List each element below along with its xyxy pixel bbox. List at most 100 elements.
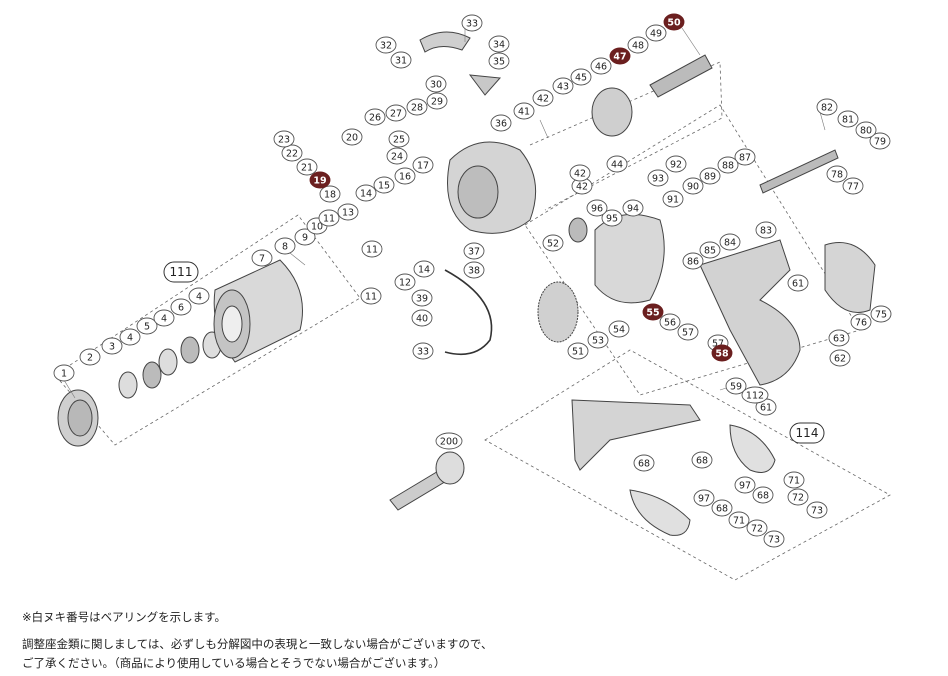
callout-71: 71 — [728, 511, 750, 529]
callout-bubble — [394, 167, 416, 185]
callout-bubble — [413, 260, 435, 278]
callout-number: 77 — [847, 182, 859, 193]
callout-number: 61 — [760, 403, 772, 414]
callout-bubble — [386, 147, 408, 165]
callout-16: 16 — [394, 167, 416, 185]
callout-number: 38 — [468, 266, 480, 277]
callout-14: 14 — [413, 260, 435, 278]
callout-number: 73 — [768, 535, 780, 546]
callout-57: 57 — [677, 323, 699, 341]
callout-bubble — [296, 158, 318, 176]
callout-bubble — [719, 233, 741, 251]
callout-bubble — [567, 342, 589, 360]
callout-number: 71 — [788, 476, 800, 487]
callout-number: 57 — [712, 339, 724, 350]
callout-bubble — [699, 167, 721, 185]
callout-bubble — [411, 289, 433, 307]
callout-36: 36 — [490, 114, 512, 132]
callout-bubble — [360, 287, 382, 305]
group-label-114-text: 114 — [796, 426, 819, 440]
callout-bubble — [850, 313, 872, 331]
callout-number: 28 — [411, 103, 423, 114]
callout-18: 18 — [319, 185, 341, 203]
callout-number: 19 — [313, 176, 326, 187]
callout-number: 71 — [733, 516, 745, 527]
callout-bubble — [608, 320, 630, 338]
callout-number: 44 — [611, 160, 623, 171]
callout-86: 86 — [682, 252, 704, 270]
callout-50: 50 — [663, 13, 685, 31]
callout-bubble — [274, 237, 296, 255]
callout-number: 12 — [399, 278, 411, 289]
callout-number: 95 — [606, 214, 618, 225]
callout-56: 56 — [659, 313, 681, 331]
callout-95: 95 — [601, 209, 623, 227]
callout-14: 14 — [355, 184, 377, 202]
callout-26: 26 — [364, 108, 386, 126]
callout-bubble — [783, 471, 805, 489]
callout-number: 78 — [831, 170, 843, 181]
callout-73: 73 — [763, 530, 785, 548]
pinion-gear — [591, 87, 633, 137]
callout-92: 92 — [665, 155, 687, 173]
callout-bubble — [435, 432, 463, 450]
callout-47: 47 — [609, 47, 631, 65]
callout-32: 32 — [375, 36, 397, 54]
callout-12: 12 — [394, 273, 416, 291]
callout-number: 49 — [650, 29, 662, 40]
callout-number: 91 — [667, 195, 679, 206]
callout-29: 29 — [426, 92, 448, 110]
callout-71: 71 — [783, 471, 805, 489]
callout-number: 68 — [757, 491, 769, 502]
callout-39: 39 — [411, 289, 433, 307]
callout-bubble — [711, 499, 733, 517]
callout-number: 9 — [302, 233, 308, 244]
callout-bubble — [170, 298, 192, 316]
callout-bubble — [412, 342, 434, 360]
callout-number: 37 — [468, 247, 480, 258]
callout-number: 63 — [833, 334, 845, 345]
callout-number: 68 — [638, 459, 650, 470]
callout-number: 61 — [792, 279, 804, 290]
callout-number: 11 — [366, 245, 378, 256]
callout-number: 46 — [595, 62, 607, 73]
callout-number: 31 — [395, 56, 407, 67]
callout-2: 2 — [79, 348, 101, 366]
callout-bubble — [53, 364, 75, 382]
callout-bubble — [394, 273, 416, 291]
callout-25: 25 — [388, 130, 410, 148]
callout-46: 46 — [590, 57, 612, 75]
callout-73: 73 — [806, 501, 828, 519]
callout-bubble — [355, 184, 377, 202]
callout-78: 78 — [826, 165, 848, 183]
callout-bubble — [101, 337, 123, 355]
callout-bubble — [829, 349, 851, 367]
callout-21: 21 — [296, 158, 318, 176]
callout-number: 50 — [667, 18, 681, 29]
callout-number: 80 — [860, 126, 872, 137]
main-gear-ring — [568, 217, 588, 243]
callout-bubble — [665, 155, 687, 173]
callout-bubble — [586, 199, 608, 217]
callout-42: 42 — [532, 89, 554, 107]
callout-number: 27 — [390, 109, 402, 120]
callout-bubble — [337, 203, 359, 221]
callout-number: 92 — [670, 160, 682, 171]
callout-bubble — [590, 57, 612, 75]
callout-number: 10 — [311, 222, 323, 233]
callout-bubble — [461, 14, 483, 32]
callout-53: 53 — [587, 331, 609, 349]
callout-number: 62 — [834, 354, 846, 365]
callout-number: 81 — [842, 115, 854, 126]
callout-bubble — [717, 156, 739, 174]
callout-number: 7 — [259, 254, 265, 265]
callout-5: 5 — [136, 317, 158, 335]
callout-bubble — [542, 234, 564, 252]
callout-81: 81 — [837, 110, 859, 128]
callout-1: 1 — [53, 364, 75, 382]
group-label-111-text: 111 — [170, 265, 193, 279]
callout-number: 5 — [144, 322, 150, 333]
callout-number: 52 — [547, 239, 559, 250]
callout-33: 33 — [412, 342, 434, 360]
callout-number: 3 — [109, 342, 115, 353]
